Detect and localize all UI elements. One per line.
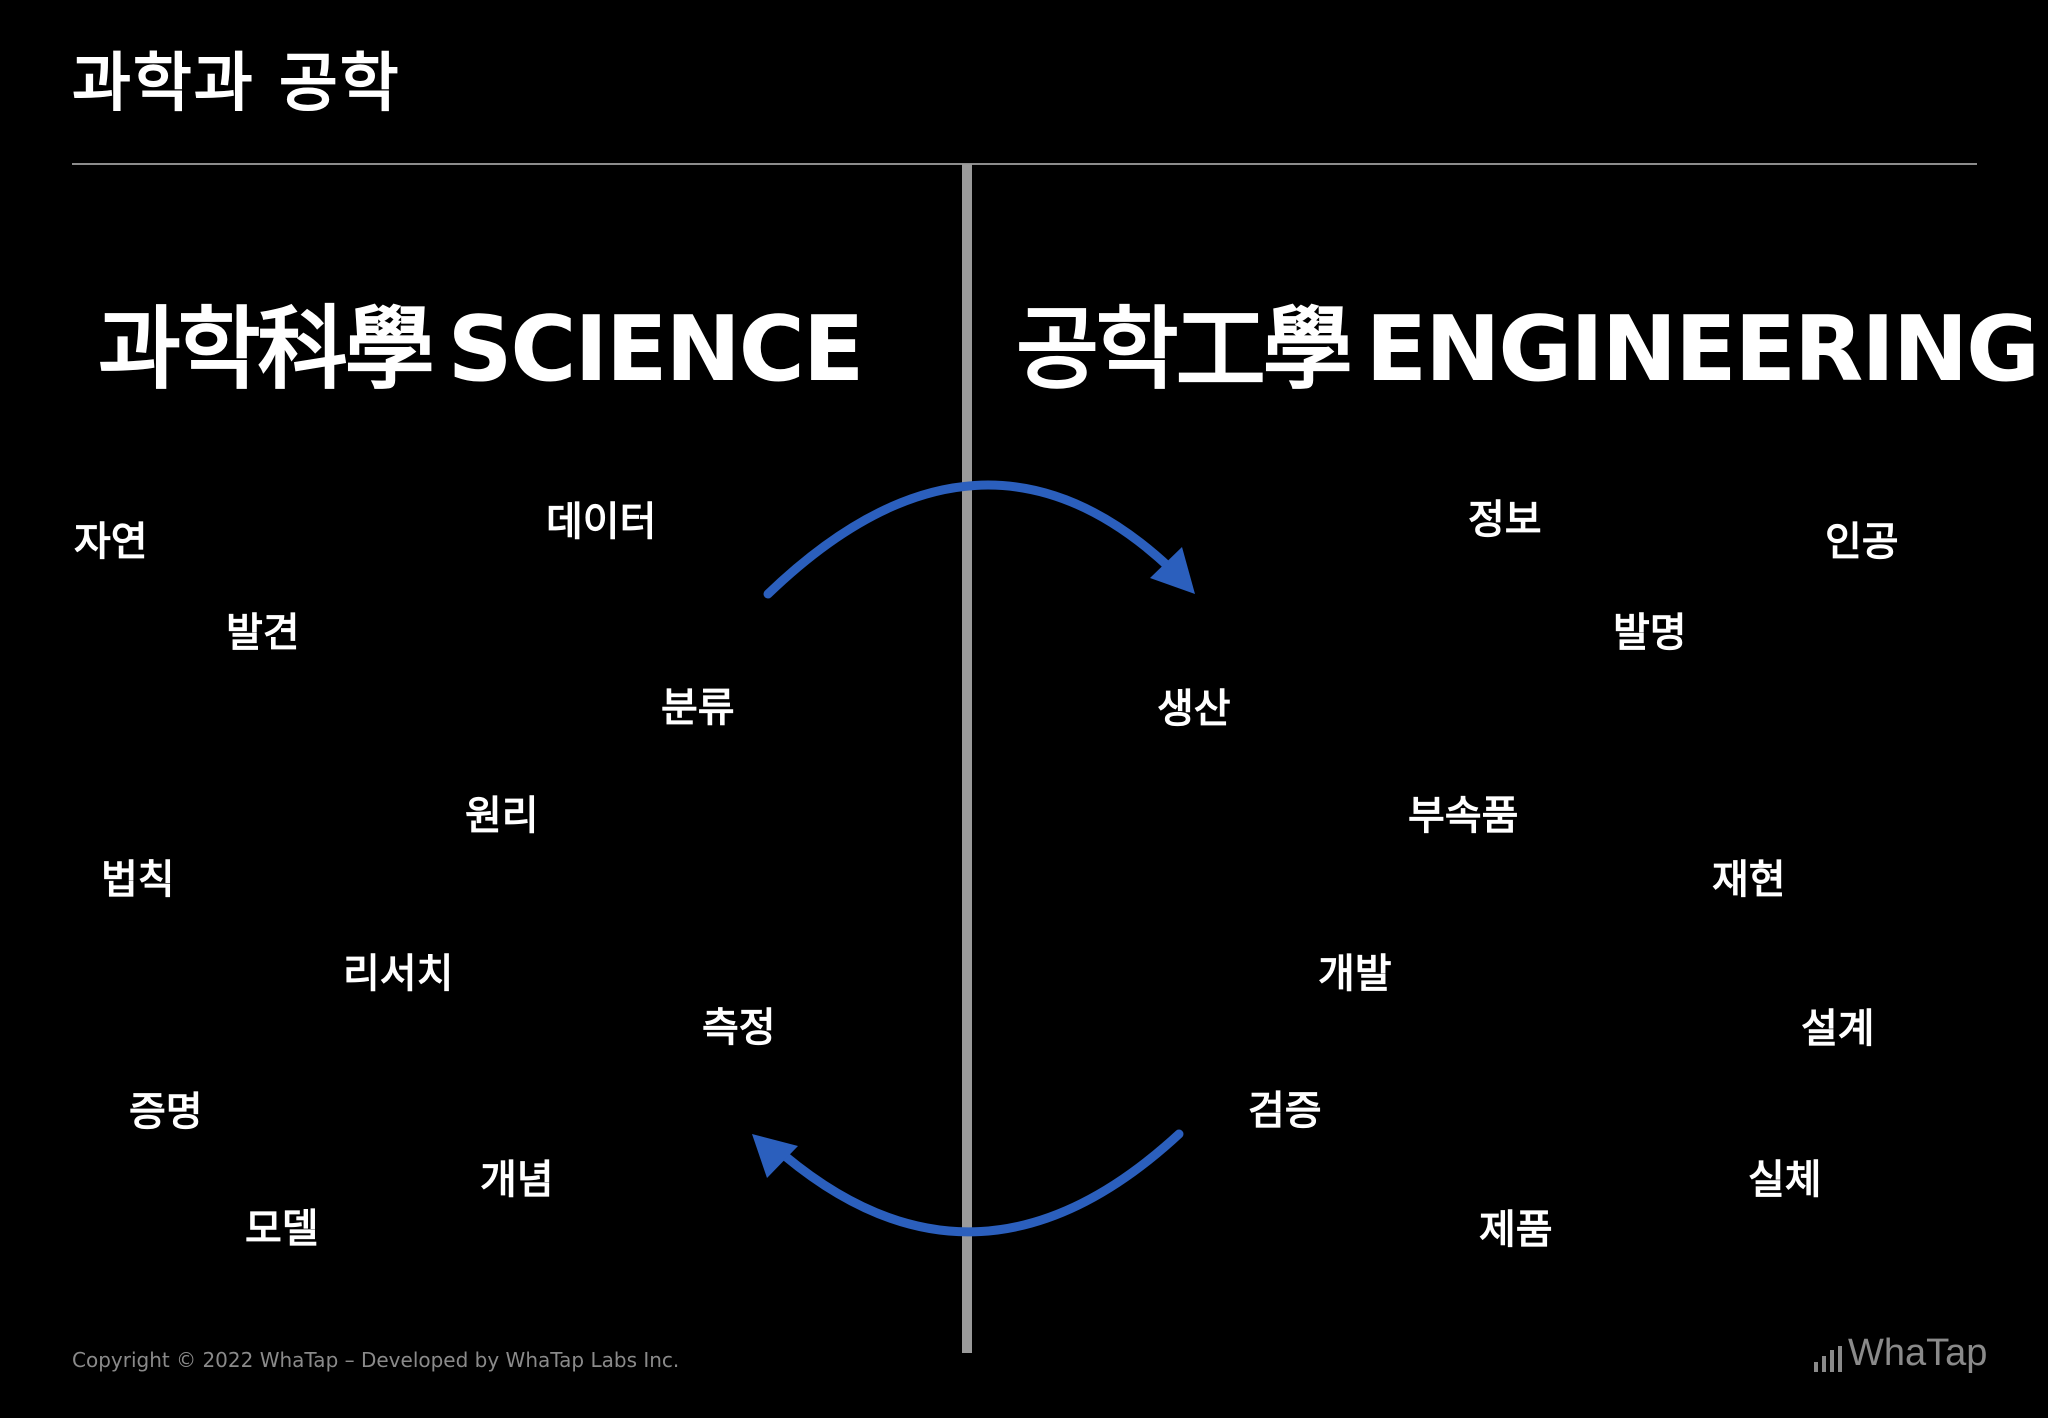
word-production: 생산 <box>1157 686 1231 732</box>
logo-text: WhaTap <box>1848 1332 1988 1374</box>
word-reproduction: 재현 <box>1712 857 1786 903</box>
word-entity: 실체 <box>1748 1157 1822 1203</box>
center-divider <box>962 164 972 1353</box>
engineering-heading-en: ENGINEERING <box>1365 297 2040 402</box>
word-design: 설계 <box>1801 1006 1875 1052</box>
word-law: 법칙 <box>101 857 175 903</box>
word-proof: 증명 <box>129 1089 203 1135</box>
engineering-heading-ko: 공학工學 <box>1016 297 1353 402</box>
word-development: 개발 <box>1318 951 1392 997</box>
word-parts: 부속품 <box>1408 793 1519 839</box>
word-artificial: 인공 <box>1825 519 1899 565</box>
word-product: 제품 <box>1479 1207 1553 1253</box>
copyright-notice: Copyright © 2022 WhaTap – Developed by W… <box>72 1348 680 1372</box>
word-research: 리서치 <box>343 951 454 997</box>
title-rule <box>72 163 1977 165</box>
word-data: 데이터 <box>546 499 657 545</box>
science-heading-ko: 과학科學 <box>98 297 435 402</box>
bar-chart-logo-icon <box>1814 1346 1842 1372</box>
whatap-logo: WhaTap <box>1814 1334 1987 1372</box>
word-information: 정보 <box>1468 497 1542 543</box>
bottom-arrow-arc <box>780 1129 1184 1237</box>
word-discovery: 발견 <box>226 610 300 656</box>
top-arrow-head <box>1150 547 1195 594</box>
word-measurement: 측정 <box>702 1005 776 1051</box>
word-concept: 개념 <box>480 1157 554 1203</box>
word-verification: 검증 <box>1248 1088 1322 1134</box>
word-invention: 발명 <box>1613 610 1687 656</box>
science-heading-en: SCIENCE <box>447 297 865 402</box>
word-principle: 원리 <box>465 793 539 839</box>
top-arrow-arc <box>763 480 1175 599</box>
slide-title: 과학과 공학 <box>72 47 401 121</box>
word-classification: 분류 <box>661 685 735 731</box>
word-nature: 자연 <box>74 519 148 565</box>
bottom-arrow-head <box>752 1134 798 1178</box>
word-model: 모델 <box>245 1206 319 1252</box>
